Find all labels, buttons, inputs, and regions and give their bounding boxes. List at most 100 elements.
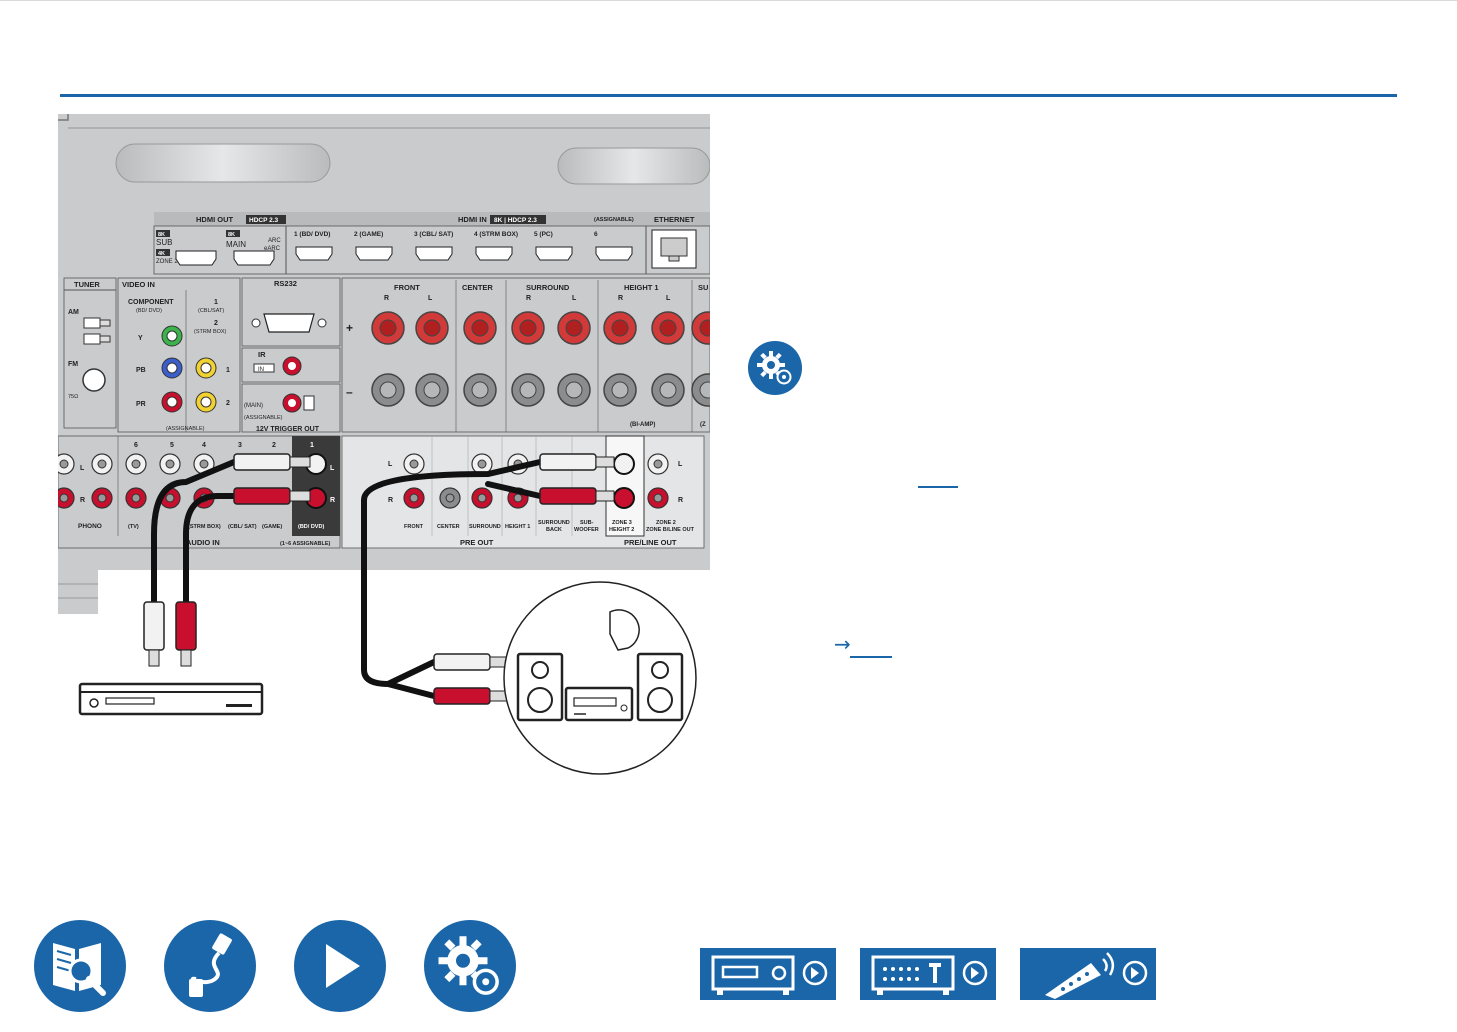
rca-plug-white-zone <box>433 653 509 671</box>
svg-text:(Z: (Z <box>700 422 706 428</box>
svg-text:(MAIN): (MAIN) <box>244 403 263 409</box>
rear-panel-illustration: HDMI OUT HDCP 2.3 HDMI IN 8K | HDCP 2.3 … <box>58 114 710 786</box>
wireless-antenna-left <box>115 143 331 183</box>
hdmi-in-label: HDMI IN <box>458 215 487 224</box>
svg-text:COMPONENT: COMPONENT <box>128 299 174 306</box>
svg-text:SURROUND: SURROUND <box>526 283 570 292</box>
page-reference-link[interactable] <box>918 470 958 488</box>
svg-text:8K | HDCP 2.3: 8K | HDCP 2.3 <box>494 217 537 224</box>
svg-text:ZONE 2: ZONE 2 <box>656 520 676 526</box>
audio-in-1-highlight <box>292 436 340 536</box>
top-border <box>0 0 1457 1</box>
svg-text:(STRM BOX): (STRM BOX) <box>188 524 221 530</box>
svg-text:Y: Y <box>138 335 143 342</box>
svg-text:3 (CBL/ SAT): 3 (CBL/ SAT) <box>414 231 453 238</box>
svg-text:(CBL/ SAT): (CBL/ SAT) <box>228 524 257 530</box>
ethernet-label: ETHERNET <box>654 215 695 224</box>
svg-text:+: + <box>346 321 353 335</box>
wireless-antenna-right <box>557 147 710 185</box>
svg-text:SURROUND: SURROUND <box>538 520 570 526</box>
svg-text:5 (PC): 5 (PC) <box>534 231 553 238</box>
svg-text:6: 6 <box>594 231 598 238</box>
nav-contents-button[interactable] <box>34 920 126 1012</box>
svg-text:R: R <box>388 497 393 504</box>
fm-antenna-jack <box>82 368 106 392</box>
rca-plug-red-in <box>233 487 311 505</box>
svg-text:HEIGHT 1: HEIGHT 1 <box>505 524 530 530</box>
svg-text:PRE OUT: PRE OUT <box>460 538 494 547</box>
svg-text:L: L <box>678 461 683 468</box>
svg-text:eARC: eARC <box>264 246 281 252</box>
nav-connections-button[interactable] <box>164 920 256 1012</box>
speech-bubble <box>609 609 640 651</box>
nav-remote-button[interactable] <box>1020 948 1156 1000</box>
svg-text:(GAME): (GAME) <box>262 524 282 530</box>
svg-text:CENTER: CENTER <box>437 524 460 530</box>
nav-setup-button[interactable] <box>424 920 516 1012</box>
rca-plug-white-out <box>539 453 615 471</box>
svg-text:L: L <box>572 295 577 302</box>
zone-amplifier <box>564 686 634 722</box>
svg-text:IR: IR <box>258 350 266 359</box>
hdmi-out-label: HDMI OUT <box>196 215 233 224</box>
nav-rear-panel-button[interactable] <box>860 948 996 1000</box>
svg-text:FRONT: FRONT <box>404 524 424 530</box>
zone-audio-system-illustration <box>503 581 697 775</box>
svg-text:1: 1 <box>214 299 218 306</box>
svg-text:5: 5 <box>170 442 174 449</box>
svg-text:(BI-AMP): (BI-AMP) <box>630 422 655 428</box>
svg-text:HDCP 2.3: HDCP 2.3 <box>249 217 279 224</box>
svg-text:1 (BD/ DVD): 1 (BD/ DVD) <box>294 231 330 238</box>
rca-plug-white-player <box>143 601 165 667</box>
arrow-icon: → <box>834 632 851 656</box>
chassis-foot <box>58 570 98 614</box>
svg-text:(BD/ DVD): (BD/ DVD) <box>136 308 162 314</box>
svg-text:VIDEO IN: VIDEO IN <box>122 280 155 289</box>
hdmi-in-4-port <box>475 246 513 261</box>
speaker-terminals <box>371 311 710 407</box>
svg-text:PHONO: PHONO <box>78 523 102 530</box>
svg-text:WOOFER: WOOFER <box>574 527 599 533</box>
svg-text:BACK: BACK <box>546 527 562 533</box>
svg-text:ZONE B/LINE OUT: ZONE B/LINE OUT <box>646 527 695 533</box>
settings-icon[interactable] <box>748 341 802 395</box>
page-reference-link-2[interactable]: → <box>834 632 894 658</box>
zone3-jack-l <box>613 453 635 475</box>
svg-text:R: R <box>618 295 623 302</box>
svg-text:L: L <box>330 465 335 472</box>
svg-text:2: 2 <box>272 442 276 449</box>
zone3-jack-r <box>613 487 635 509</box>
rca-plug-red-out <box>539 487 615 505</box>
playback-icon <box>326 944 360 988</box>
rca-plug-red-player <box>175 601 197 667</box>
svg-text:FRONT: FRONT <box>394 283 420 292</box>
svg-text:1: 1 <box>310 442 314 449</box>
svg-text:R: R <box>678 497 683 504</box>
svg-text:L: L <box>428 295 433 302</box>
svg-text:8K: 8K <box>158 232 165 238</box>
hdmi-out-main-port <box>233 250 275 266</box>
svg-text:(ASSIGNABLE): (ASSIGNABLE) <box>166 426 205 432</box>
svg-text:R: R <box>526 295 531 302</box>
bd-dvd-player-illustration <box>78 682 264 716</box>
svg-text:4K: 4K <box>158 251 165 257</box>
connections-cable-icon <box>189 933 232 997</box>
svg-text:(ASSIGNABLE): (ASSIGNABLE) <box>594 217 634 223</box>
front-panel-icon <box>711 955 828 995</box>
svg-text:L: L <box>666 295 671 302</box>
svg-text:FM: FM <box>68 361 78 368</box>
setup-gear-icon <box>438 936 499 995</box>
svg-text:8K: 8K <box>228 232 235 238</box>
svg-text:(1~6 ASSIGNABLE): (1~6 ASSIGNABLE) <box>280 541 331 547</box>
svg-text:2 (GAME): 2 (GAME) <box>354 231 383 238</box>
hdmi-in-1-port <box>295 246 333 261</box>
svg-text:(CBL/SAT): (CBL/SAT) <box>198 308 224 314</box>
svg-text:(TV): (TV) <box>128 524 139 530</box>
svg-text:SUB: SUB <box>156 238 172 247</box>
svg-text:R: R <box>330 497 335 504</box>
nav-playback-button[interactable] <box>294 920 386 1012</box>
rs232-port <box>263 313 315 333</box>
nav-front-panel-button[interactable] <box>700 948 836 1000</box>
hdmi-in-6-port <box>595 246 633 261</box>
svg-text:2: 2 <box>226 400 230 407</box>
